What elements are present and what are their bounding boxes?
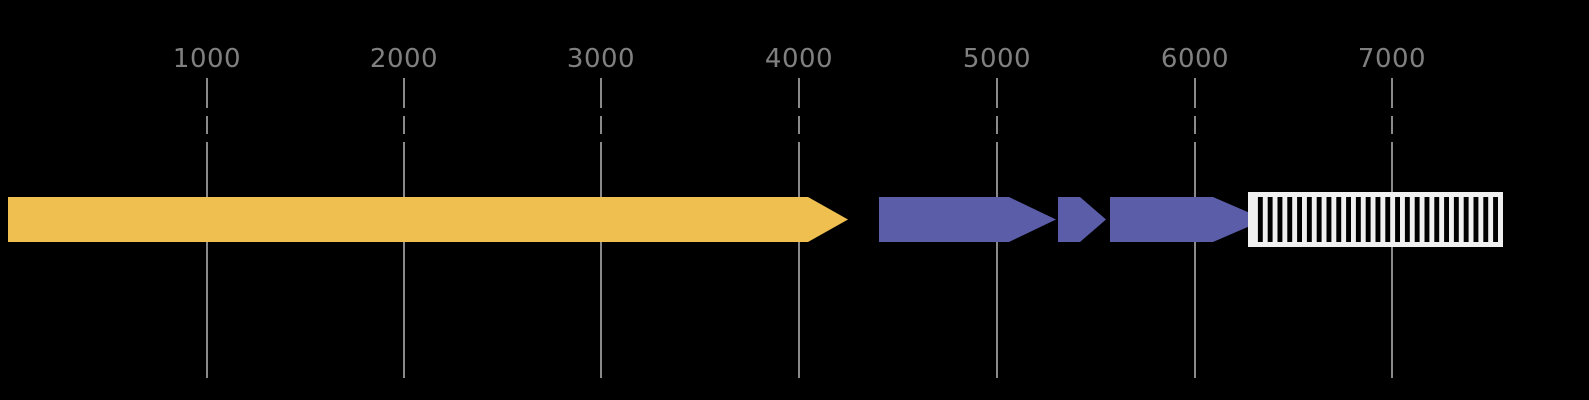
axis-gridline [996, 78, 998, 108]
axis-gridline [600, 78, 602, 108]
feature-hatch-stripe [1429, 197, 1435, 242]
axis-gridline [206, 142, 208, 378]
feature-hatch-stripe [1419, 197, 1425, 242]
axis-tick-label: 7000 [1357, 44, 1427, 74]
feature-hatch-stripe [1400, 197, 1405, 242]
feature-hatch-stripe [1262, 197, 1268, 242]
axis-gridline [403, 116, 405, 134]
feature-hatch-stripe [1449, 197, 1454, 242]
axis-gridline [1391, 78, 1393, 108]
feature-hatch-stripe [1370, 197, 1376, 242]
feature-hatch-stripe [1390, 197, 1396, 242]
feature-hatch-stripe [1478, 197, 1484, 242]
feature-hatch-stripe [1282, 197, 1288, 242]
axis-gridline [798, 116, 800, 134]
axis-gridline [1391, 142, 1393, 378]
feature-hatch-stripe [1272, 197, 1278, 242]
axis-tick-label: 4000 [764, 44, 834, 74]
axis-tick-label: 5000 [962, 44, 1032, 74]
axis-gridline [1391, 116, 1393, 134]
axis-gridline [996, 142, 998, 378]
axis-gridline [996, 116, 998, 134]
feature-hatch-stripe [1253, 197, 1258, 242]
feature-hatch-stripe [1331, 197, 1337, 242]
axis-gridline [600, 142, 602, 378]
feature-hatch-stripe [1468, 197, 1474, 242]
feature-hatch-stripe [1341, 197, 1347, 242]
axis-gridline [1194, 78, 1196, 108]
feature-hatch-stripe [1321, 197, 1327, 242]
axis-gridline [600, 116, 602, 134]
axis-gridline [798, 142, 800, 378]
feature-hatch-stripe [1458, 197, 1464, 242]
axis-gridline [1194, 142, 1196, 378]
axis-tick-label: 6000 [1160, 44, 1230, 74]
feature-hatch-stripe [1380, 197, 1386, 242]
axis-gridline [798, 78, 800, 108]
feature-hatch-stripe [1351, 197, 1356, 242]
feature-hatch-stripe [1311, 197, 1317, 242]
axis-tick-label: 2000 [369, 44, 439, 74]
axis-gridline [206, 116, 208, 134]
feature-hatch-stripe [1439, 197, 1445, 242]
feature-arrow[interactable] [1110, 197, 1265, 242]
axis-gridline [206, 78, 208, 108]
axis-tick-label: 3000 [566, 44, 636, 74]
feature-hatch-stripe [1488, 197, 1494, 242]
feature-arrow[interactable] [1058, 197, 1106, 242]
feature-arrow[interactable] [879, 197, 1056, 242]
feature-hatch-stripe [1360, 197, 1366, 242]
axis-gridline [403, 78, 405, 108]
axis-gridline [403, 142, 405, 378]
feature-hatch-stripe [1409, 197, 1415, 242]
feature-hatch-stripe [1292, 197, 1298, 242]
axis-tick-label: 1000 [172, 44, 242, 74]
feature-hatch-stripe [1302, 197, 1307, 242]
axis-gridline [1194, 116, 1196, 134]
feature-arrow[interactable] [8, 197, 848, 242]
